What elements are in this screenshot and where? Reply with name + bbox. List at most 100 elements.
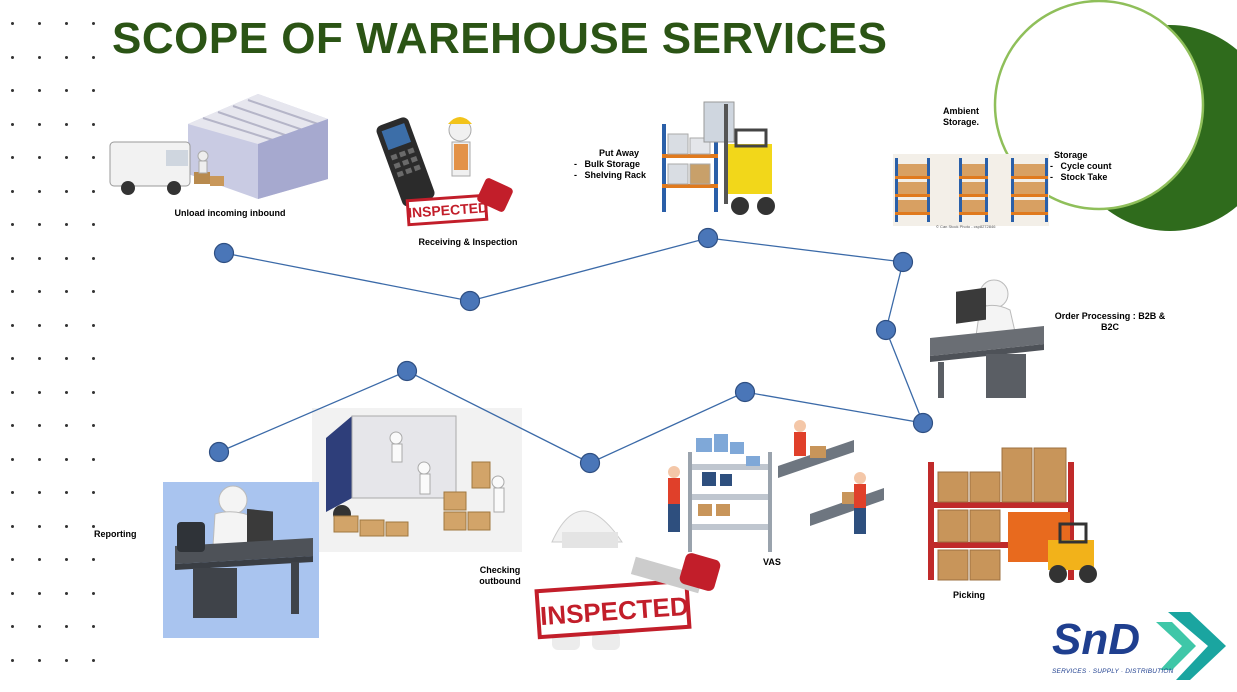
label-checking: Checking outbound [474, 565, 526, 587]
grid-dot [38, 491, 41, 494]
grid-dot [92, 290, 95, 293]
order-line: Order Processing : B2B & [1054, 311, 1166, 321]
grid-dot [11, 122, 14, 126]
grid-dot [11, 22, 14, 25]
truck-loading-illustration [312, 408, 522, 552]
grid-dot [65, 189, 68, 193]
checking-line: Checking [479, 565, 521, 575]
grid-dot [65, 22, 68, 25]
flow-node [579, 452, 601, 474]
grid-dot [92, 122, 95, 126]
grid-dot [92, 457, 95, 461]
storage-item: - Stock Take [1050, 172, 1108, 182]
grid-dot [11, 156, 14, 159]
grid-dot [92, 89, 95, 92]
put-away-heading: Put Away [598, 148, 639, 158]
grid-dot [11, 524, 14, 528]
grid-dot [65, 223, 68, 226]
checking-line: outbound [479, 576, 521, 586]
decor-circle-green [1067, 25, 1237, 231]
grid-dot [11, 491, 14, 494]
flow-node [912, 412, 934, 434]
ambient-line: Storage. [942, 117, 979, 127]
grid-dot [38, 323, 41, 327]
grid-dot [11, 189, 14, 193]
grid-dot [92, 323, 95, 327]
picking-illustration [928, 447, 1097, 583]
grid-dot [92, 223, 95, 226]
grid-dot [92, 524, 95, 528]
grid-dot [38, 55, 41, 59]
grid-dot [38, 390, 41, 394]
grid-dot [11, 323, 14, 327]
grid-dot [92, 22, 95, 25]
put-away-item: - Shelving Rack [574, 170, 647, 180]
logo-chevron-icon [1156, 612, 1226, 680]
grid-dot [92, 625, 95, 628]
flow-node [213, 242, 235, 264]
grid-dot [92, 491, 95, 494]
grid-dot [65, 658, 68, 662]
grid-dot [92, 424, 95, 427]
grid-dot [11, 256, 14, 260]
grid-dot [38, 122, 41, 126]
grid-dot [92, 658, 95, 662]
grid-dot [92, 189, 95, 193]
grid-dot [65, 357, 68, 360]
grid-dot [92, 558, 95, 561]
grid-dot [38, 457, 41, 461]
grid-dot [65, 625, 68, 628]
grid-dot [38, 290, 41, 293]
grid-dot [65, 390, 68, 394]
grid-dot [92, 591, 95, 595]
put-away-item: - Bulk Storage [574, 159, 641, 169]
grid-dot [92, 357, 95, 360]
flow-node [734, 381, 756, 403]
flow-node [396, 360, 418, 382]
order-processing-illustration [930, 279, 1044, 398]
label-put-away: Put Away - Bulk Storage - Shelving Rack [574, 148, 664, 181]
grid-dot [92, 156, 95, 159]
receiving-illustration [376, 117, 513, 227]
grid-dot [65, 524, 68, 528]
flow-node [208, 441, 230, 463]
grid-dot [11, 625, 14, 628]
grid-dot [11, 558, 14, 561]
grid-dot [65, 457, 68, 461]
grid-dot [38, 256, 41, 260]
stock-caption: © Can Stock Photo - csp8272846 [936, 224, 996, 229]
grid-dot [38, 156, 41, 159]
grid-dot [65, 290, 68, 293]
label-picking: Picking [953, 590, 986, 600]
grid-dot [65, 424, 68, 427]
grid-dot [38, 524, 41, 528]
grid-dot [11, 89, 14, 92]
grid-dot [38, 189, 41, 193]
company-logo: SnD SERVICES · SUPPLY · DISTRIBUTION [1050, 612, 1230, 684]
grid-dot [65, 256, 68, 260]
grid-dot [38, 22, 41, 25]
grid-dot [92, 390, 95, 394]
label-unload: Unload incoming inbound [174, 208, 286, 218]
logo-tagline: SERVICES · SUPPLY · DISTRIBUTION [1052, 668, 1174, 675]
label-storage: Storage - Cycle count - Stock Take [1050, 150, 1130, 183]
grid-dot [38, 357, 41, 360]
flow-node [875, 319, 897, 341]
unload-illustration [109, 94, 328, 199]
grid-dot [11, 223, 14, 226]
label-ambient: Ambient Storage. [928, 106, 994, 128]
label-order-processing: Order Processing : B2B & B2C [1050, 311, 1170, 333]
grid-dot [92, 55, 95, 59]
grid-dot [65, 156, 68, 159]
ambient-line: Ambient [943, 106, 979, 116]
grid-dot [38, 558, 41, 561]
label-reporting: Reporting [94, 529, 137, 539]
grid-dot [38, 591, 41, 595]
order-line: B2C [1100, 322, 1119, 332]
grid-dot [11, 658, 14, 662]
grid-dot [38, 89, 41, 92]
flow-node [697, 227, 719, 249]
page-title: SCOPE OF WAREHOUSE SERVICES [112, 14, 888, 63]
checking-illustration [534, 510, 721, 650]
storage-heading: Storage [1054, 150, 1088, 160]
